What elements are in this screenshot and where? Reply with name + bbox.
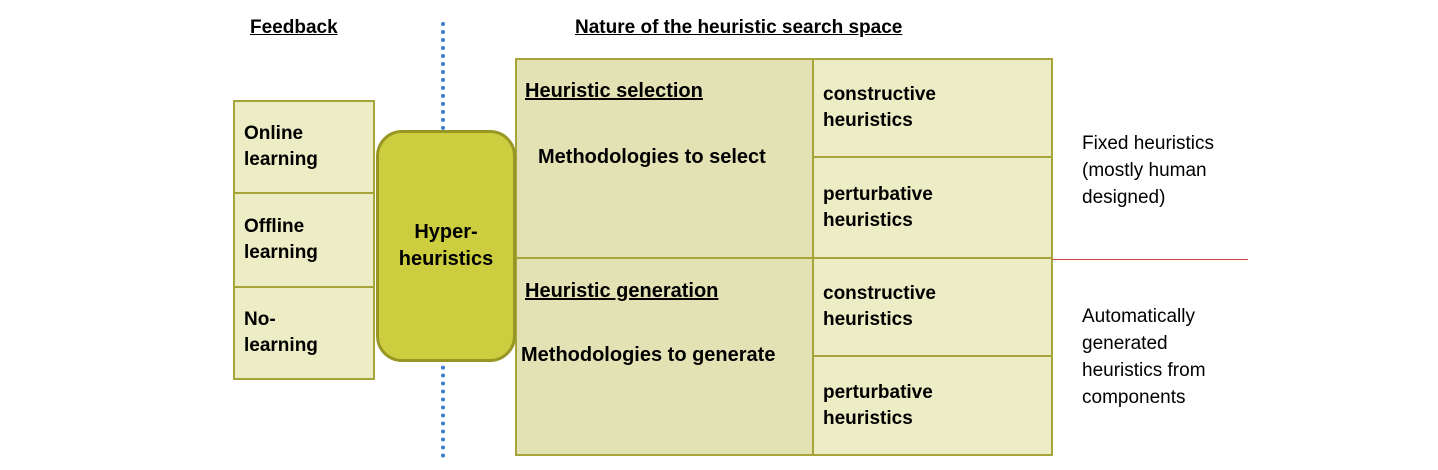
- subtype-line: constructive: [823, 84, 936, 105]
- subtype-line: heuristics: [823, 209, 913, 231]
- category-title: Heuristic generation: [525, 280, 719, 302]
- note-line: heuristics from: [1082, 360, 1206, 381]
- subtype-line: heuristics: [823, 407, 913, 429]
- note-fixed-heuristics: Fixed heuristics (mostly human designed): [1082, 130, 1214, 211]
- subtype-generation-constructive: constructive heuristics: [812, 257, 1053, 357]
- center-line: Hyper-: [414, 221, 478, 243]
- feedback-no-learning: No-learning: [233, 286, 375, 380]
- note-line: (mostly human: [1082, 160, 1207, 181]
- feedback-header: Feedback: [250, 17, 338, 38]
- category-description: Methodologies to select: [538, 146, 766, 168]
- feedback-line: Offline: [244, 216, 305, 237]
- feedback-line: learning: [244, 242, 318, 263]
- subtype-line: perturbative: [823, 381, 933, 403]
- subtype-selection-constructive: constructive heuristics: [812, 58, 1053, 158]
- center-line: heuristics: [398, 248, 494, 270]
- note-line: Automatically: [1082, 306, 1195, 327]
- subtype-line: heuristics: [823, 110, 913, 131]
- subtype-line: perturbative: [823, 183, 933, 205]
- subtype-line: constructive: [823, 283, 936, 304]
- feedback-line: No-: [244, 309, 276, 330]
- feedback-line: learning: [244, 149, 318, 170]
- subtype-selection-perturbative: perturbative heuristics: [812, 156, 1053, 259]
- feedback-line: learning: [244, 335, 318, 356]
- subtype-line: heuristics: [823, 309, 913, 330]
- hyper-heuristics-box: Hyper-heuristics: [376, 130, 516, 362]
- note-line: designed): [1082, 187, 1166, 208]
- note-line: generated: [1082, 333, 1168, 354]
- nature-header: Nature of the heuristic search space: [575, 17, 903, 38]
- feedback-line: Online: [244, 123, 304, 144]
- category-description: Methodologies to generate: [521, 344, 776, 366]
- feedback-offline-learning: Offline learning: [233, 192, 375, 288]
- category-title: Heuristic selection: [525, 80, 703, 102]
- note-automatic-heuristics: Automatically generated heuristics from …: [1082, 303, 1206, 411]
- note-line: components: [1082, 387, 1186, 408]
- category-heuristic-selection: Heuristic selection Methodologies to sel…: [515, 58, 815, 259]
- fixed-auto-divider: [1052, 259, 1248, 260]
- note-line: Fixed heuristics: [1082, 133, 1214, 154]
- feedback-online-learning: Online learning: [233, 100, 375, 194]
- category-heuristic-generation: Heuristic generation Methodologies to ge…: [515, 257, 815, 456]
- subtype-generation-perturbative: perturbative heuristics: [812, 355, 1053, 456]
